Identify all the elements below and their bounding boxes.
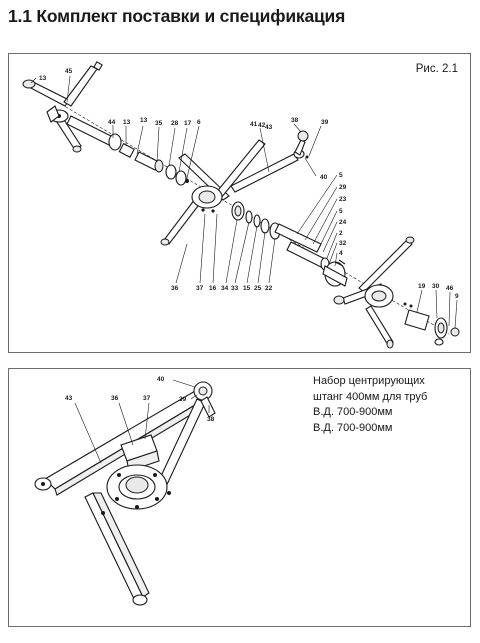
callout-40: 40 (320, 174, 328, 181)
callout-2: 2 (339, 230, 343, 237)
figure-label: Рис. 2.1 (415, 63, 458, 75)
centering-rod-set-figure: Набор центрирующих штанг 400мм для труб … (8, 368, 471, 627)
callout-16: 16 (209, 285, 217, 292)
callout-leaders (74, 379, 210, 464)
callout-13: 13 (140, 117, 148, 124)
centering-rod-drawing: 40 39 38 43 36 37 (34, 376, 216, 606)
screw-assembly (274, 223, 348, 287)
callout-34: 34 (221, 285, 229, 292)
caption-line: Набор центрирующих (313, 375, 425, 387)
callout-32: 32 (339, 240, 347, 247)
callout-17: 17 (184, 120, 192, 127)
callout-44: 44 (108, 119, 116, 126)
caption-line: В.Д. 700-900мм (313, 406, 393, 418)
callout-29: 29 (339, 184, 347, 191)
end-cap (404, 309, 460, 346)
callout-22: 22 (265, 285, 273, 292)
callout-38: 38 (207, 416, 215, 423)
callout-35: 35 (155, 120, 163, 127)
callout-38: 38 (291, 117, 299, 124)
hub-shaft (66, 115, 189, 186)
callout-6: 6 (197, 119, 201, 126)
callout-42: 42 (258, 122, 266, 129)
callout-41: 41 (250, 121, 258, 128)
bearing-stack (231, 201, 281, 240)
callout-37: 37 (196, 285, 204, 292)
callout-4: 4 (339, 250, 343, 257)
callout-24: 24 (339, 219, 347, 226)
left-spider (22, 61, 103, 153)
callout-36: 36 (111, 395, 119, 402)
callout-leaders (30, 75, 458, 329)
caption-line: штанг 400мм для труб (313, 390, 428, 403)
callout-5: 5 (339, 172, 343, 179)
callout-23: 23 (339, 196, 347, 203)
callout-25: 25 (254, 285, 262, 292)
callout-33: 33 (231, 285, 239, 292)
callout-36: 36 (171, 285, 179, 292)
callout-9: 9 (455, 293, 459, 300)
section-heading: 1.1 Комплект поставки и спецификация (8, 6, 346, 26)
right-spider (333, 236, 415, 349)
callout-19: 19 (418, 283, 426, 290)
central-spider (160, 139, 266, 246)
exploded-assembly-figure: Рис. 2.1 (8, 53, 471, 353)
callout-13: 13 (39, 75, 47, 82)
callout-30: 30 (432, 283, 440, 290)
extension-rod (230, 130, 309, 193)
callout-40: 40 (157, 376, 165, 383)
exploded-assembly-drawing: 13 45 44 13 13 35 28 17 6 41 42 43 38 39… (22, 61, 460, 349)
callout-45: 45 (65, 68, 73, 75)
rod-assembly (34, 381, 216, 606)
callout-15: 15 (243, 285, 251, 292)
figure-caption: Набор центрирующих штанг 400мм для труб … (313, 374, 463, 436)
callout-13: 13 (123, 119, 131, 126)
callout-39: 39 (179, 396, 187, 403)
callout-5: 5 (339, 208, 343, 215)
callout-46: 46 (446, 285, 454, 292)
callout-39: 39 (321, 119, 329, 126)
callout-43: 43 (65, 395, 73, 402)
callout-43: 43 (265, 124, 273, 131)
callout-28: 28 (171, 120, 179, 127)
caption-line: В.Д. 700-900мм (313, 421, 393, 434)
callout-37: 37 (143, 395, 151, 402)
